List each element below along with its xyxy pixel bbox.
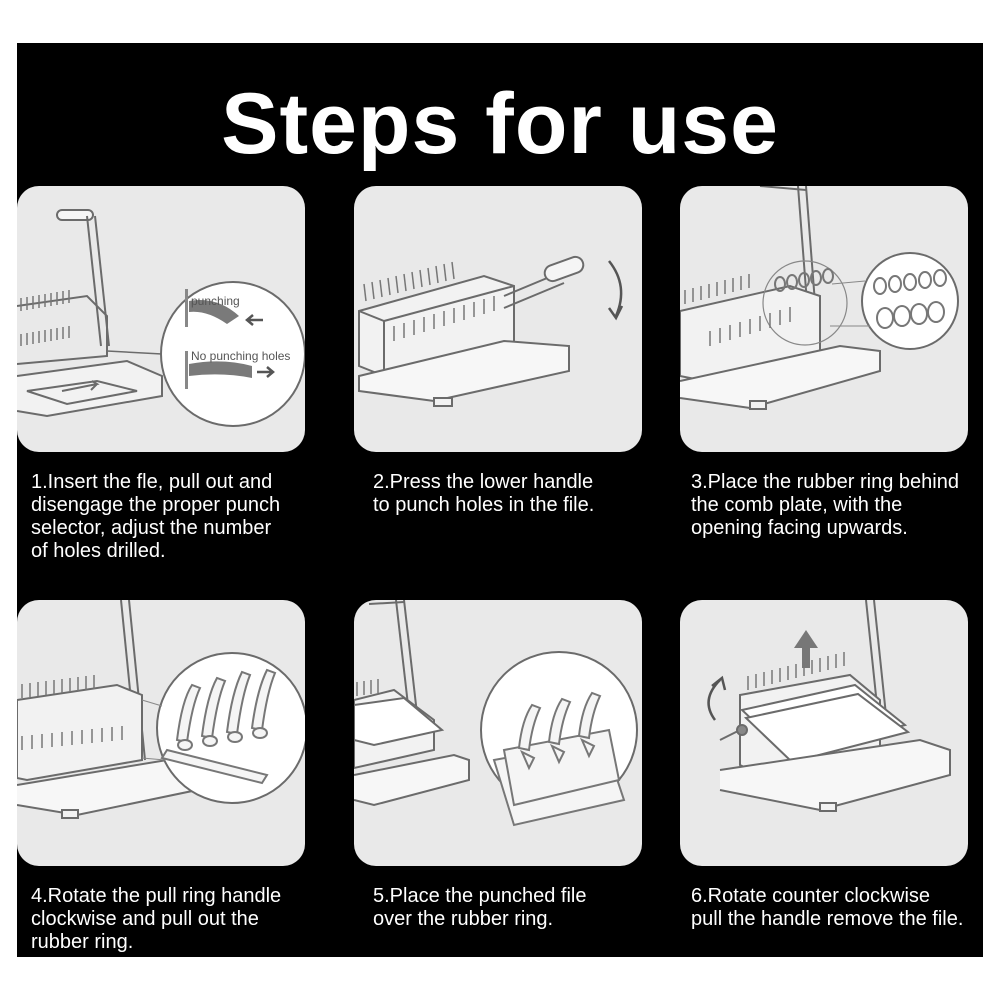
binding-machine-remove-file-drawing [707,600,951,812]
instruction-poster: Steps for use [17,43,983,957]
step-4-caption: 4.Rotate the pull ring handle clockwise … [31,885,282,953]
step-6-caption: 6.Rotate counter clockwise pull the hand… [691,885,964,930]
page-title: Steps for use [221,76,779,172]
step-3-caption: 3.Place the rubber ring behind the comb … [691,471,959,539]
step-1-illustration: punching No punching holes [17,186,305,452]
binding-machine-place-file-drawing [354,600,638,827]
no-punching-label: No punching holes [191,349,290,363]
step-4-illustration [17,600,305,866]
binding-machine-press-handle-drawing [358,255,624,407]
step-5-illustration [354,600,642,866]
binding-machine-place-ring-drawing [680,186,959,410]
binding-machine-insert-file-drawing: punching No punching holes [17,209,305,427]
step-2-illustration [354,186,642,452]
step-2-caption: 2.Press the lower handle to punch holes … [373,471,595,516]
binding-machine-pull-ring-drawing [17,600,305,819]
punching-label: punching [191,294,240,308]
step-5-caption: 5.Place the punched file over the rubber… [373,885,587,930]
step-1-caption: 1.Insert the fle, pull out and disengage… [31,471,281,562]
step-3-illustration [680,186,968,452]
step-6-illustration [680,600,968,866]
